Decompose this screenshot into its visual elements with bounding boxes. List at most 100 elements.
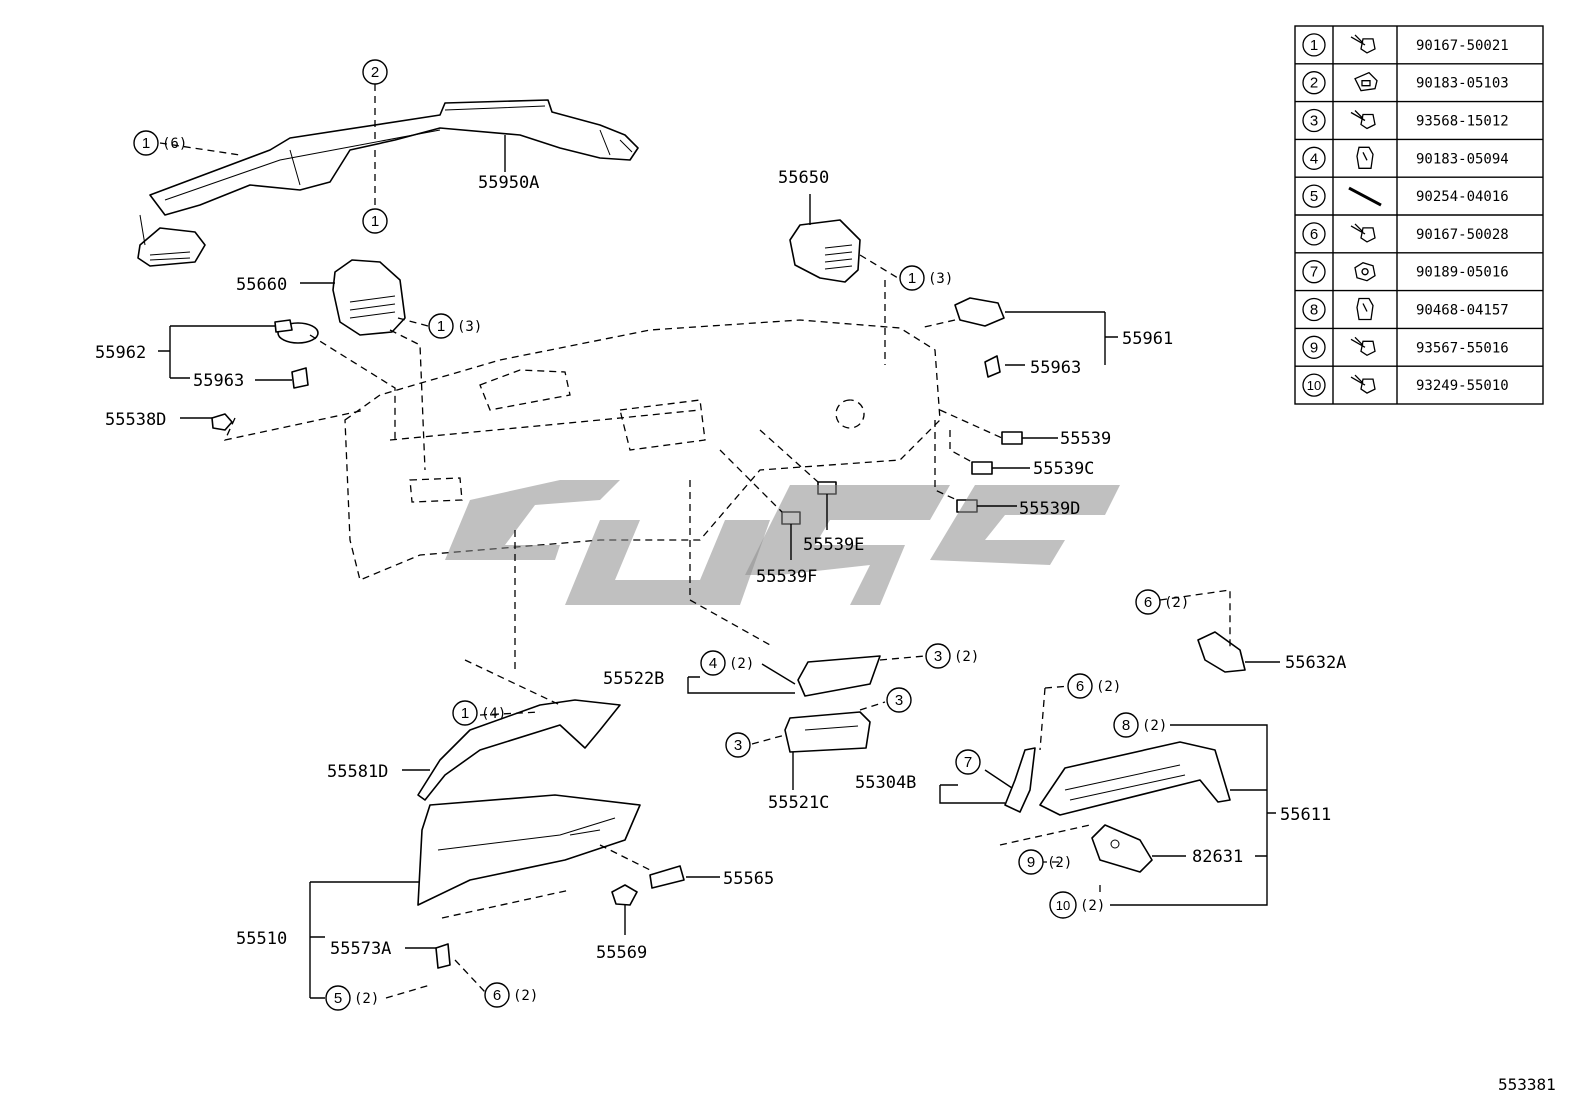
fastener-ref-6-qty2-top: 6 (2) [1135, 589, 1189, 615]
bezel-drawing [797, 655, 881, 697]
callout-55581d: 55581D [327, 762, 388, 782]
screw-icon [1350, 336, 1376, 357]
svg-text:(2): (2) [1096, 679, 1121, 695]
svg-text:8: 8 [1122, 717, 1130, 734]
fastener-ref-number: 7 [1310, 264, 1318, 281]
svg-text:(2): (2) [954, 649, 979, 665]
fastener-ref-number: 9 [1310, 339, 1318, 356]
svg-text:1: 1 [461, 705, 469, 722]
fastener-ref-9-qty2: 9 (2) [1018, 849, 1072, 875]
svg-text:10: 10 [1056, 898, 1070, 913]
callout-55538d: 55538D [105, 410, 166, 430]
callout-55304b: 55304B [855, 773, 916, 793]
callout-55569: 55569 [596, 943, 647, 963]
callout-55510: 55510 [236, 929, 287, 949]
svg-text:(2): (2) [729, 656, 754, 672]
callout-55611: 55611 [1280, 805, 1331, 825]
callout-55963-left: 55963 [193, 371, 244, 391]
figure-number: 553381 [1498, 1075, 1556, 1094]
svg-text:1: 1 [437, 318, 445, 335]
callout-55539f: 55539F [756, 567, 817, 587]
fastener-ref-3-right: 3 [886, 687, 912, 713]
fastener-ref-10-qty2: 10 (2) [1049, 891, 1105, 919]
fastener-part-number: 90189-05016 [1416, 265, 1509, 281]
fastener-ref-6-qty2-bottom: 6 (2) [484, 982, 538, 1008]
bracket-55632a-drawing [1197, 631, 1246, 673]
fastener-part-number: 90167-50021 [1416, 38, 1509, 54]
svg-text:4: 4 [709, 655, 717, 672]
fastener-part-number: 90254-04016 [1416, 189, 1509, 205]
screw-icon [1350, 34, 1376, 54]
fastener-table-row: 8 90468-04157 [1295, 289, 1543, 322]
fastener-ref-2: 2 [362, 59, 388, 85]
svg-text:6: 6 [1144, 594, 1152, 611]
fastener-table-row: 7 90189-05016 [1295, 252, 1543, 284]
fastener-ref-number: 1 [1310, 37, 1318, 54]
pocket-drawing [784, 711, 871, 753]
callout-55573a: 55573A [330, 939, 391, 959]
svg-text:3: 3 [734, 737, 742, 754]
svg-text:(2): (2) [354, 991, 379, 1007]
svg-text:3: 3 [934, 648, 942, 665]
svg-text:9: 9 [1027, 854, 1035, 871]
fastener-ref-number: 6 [1310, 226, 1318, 243]
svg-text:(2): (2) [513, 988, 538, 1004]
callout-55632a: 55632A [1285, 653, 1346, 673]
svg-text:5: 5 [334, 990, 342, 1007]
screw-icon [1350, 374, 1376, 394]
side-vent-right-drawing [789, 219, 861, 283]
svg-text:2: 2 [371, 64, 379, 81]
defroster-duct-drawing [137, 99, 639, 267]
side-vent-left-drawing [332, 259, 406, 336]
fastener-part-number: 93249-55010 [1416, 378, 1509, 394]
fastener-part-number: 90468-04157 [1416, 303, 1509, 319]
callout-55539: 55539 [1060, 429, 1111, 449]
fastener-ref-6-qty2-mid: 6 (2) [1067, 673, 1121, 699]
fastener-table-row: 3 93568-15012 [1295, 100, 1543, 133]
circle-references: 1 (6) 2 1 1 (3) 1 (3) 6 (2) 4 (2 [133, 59, 1189, 1011]
svg-text:(2): (2) [1047, 855, 1072, 871]
svg-text:(2): (2) [1080, 898, 1105, 914]
svg-text:(3): (3) [457, 319, 482, 335]
fastener-part-number: 90183-05094 [1416, 151, 1509, 167]
grommet-icon [1354, 261, 1376, 282]
fastener-table-row: 1 90167-50021 [1302, 33, 1509, 57]
callout-82631: 82631 [1192, 847, 1243, 867]
svg-text:1: 1 [371, 213, 379, 230]
svg-text:6: 6 [1076, 678, 1084, 695]
knob-right-drawing [954, 297, 1005, 378]
callout-labels: 55950A 55650 55660 55962 55963 55538D 55… [95, 168, 1346, 963]
fastener-part-number: 90167-50028 [1416, 227, 1509, 243]
svg-text:1: 1 [142, 135, 150, 152]
fastener-ref-3-qty2: 3 (2) [925, 643, 979, 669]
svg-text:6: 6 [493, 987, 501, 1004]
fastener-ref-number: 5 [1310, 188, 1318, 205]
fastener-ref-number: 2 [1310, 75, 1318, 92]
fastener-table: 1 90167-50021 2 90183-05103 3 93568-15012 4 901… [1294, 25, 1544, 405]
fastener-ref-1: 1 [362, 208, 388, 234]
fastener-part-number: 93568-15012 [1416, 114, 1509, 130]
fastener-table-row: 2 90183-05103 [1295, 63, 1543, 95]
fastener-ref-number: 8 [1310, 302, 1318, 319]
instrument-panel-drawing [344, 319, 941, 581]
fastener-ref-1-qty6: 1 (6) [133, 130, 187, 156]
fastener-ref-5-qty2: 5 (2) [325, 985, 379, 1011]
knob-left-drawing [211, 319, 319, 431]
hinge-clip-drawing [435, 943, 451, 969]
callout-55660: 55660 [236, 275, 287, 295]
bracket-55304b-drawing [1004, 747, 1036, 813]
callout-55539e: 55539E [803, 535, 864, 555]
fastener-table-row: 6 90167-50028 [1295, 214, 1543, 246]
fastener-ref-number: 4 [1310, 150, 1318, 167]
fastener-table-row: 4 90183-05094 [1295, 138, 1543, 170]
pin-icon [1348, 186, 1382, 207]
fastener-part-number: 90183-05103 [1416, 76, 1509, 92]
svg-text:(4): (4) [481, 706, 506, 722]
fastener-ref-8-qty2: 8 (2) [1113, 712, 1167, 738]
callout-55522b: 55522B [603, 669, 664, 689]
callout-55963-right: 55963 [1030, 358, 1081, 378]
fastener-ref-number: 3 [1310, 113, 1318, 130]
glove-box-drawing [417, 794, 641, 906]
